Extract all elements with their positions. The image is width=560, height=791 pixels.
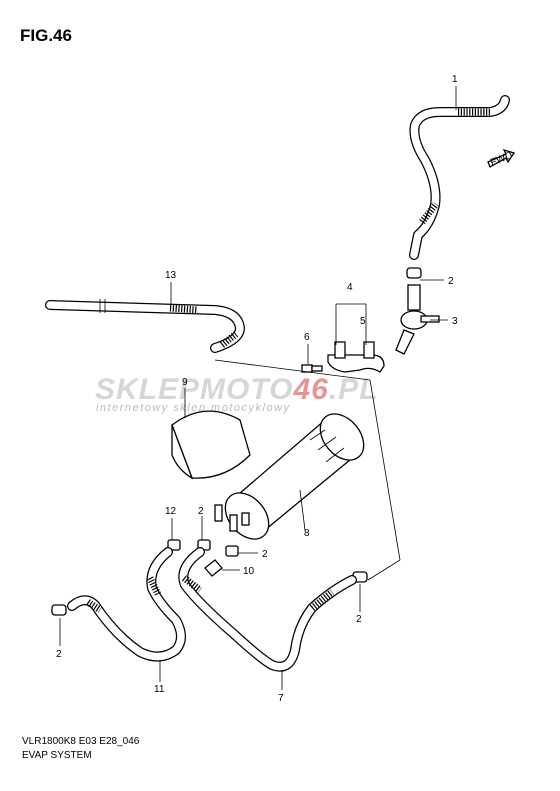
label-part-2a: 2: [448, 276, 454, 287]
label-part-13: 13: [165, 270, 177, 281]
label-part-10: 10: [243, 566, 255, 577]
hose-11[interactable]: [67, 547, 186, 662]
bracket-5[interactable]: [327, 341, 385, 373]
bolt-6[interactable]: [301, 364, 323, 373]
label-part-12: 12: [165, 506, 177, 517]
clamp-2a[interactable]: [406, 267, 422, 279]
watermark-tagline: internetowy sklep motocyklowy: [96, 402, 291, 414]
watermark-prefix: SKLEPMOTO: [95, 373, 294, 406]
fwd-arrow: FWD: [487, 148, 516, 169]
leader-lines: [59, 86, 457, 690]
hose-7[interactable]: [178, 547, 357, 672]
clamp-2e[interactable]: [51, 604, 67, 616]
label-part-6: 6: [304, 332, 310, 343]
label-part-5: 5: [360, 316, 366, 327]
canister-8[interactable]: [214, 406, 373, 548]
system-name: EVAP SYSTEM: [22, 750, 92, 761]
label-part-2c: 2: [262, 549, 268, 560]
watermark-number: 46: [293, 373, 329, 406]
label-part-1: 1: [452, 74, 458, 85]
hose-13[interactable]: [45, 299, 245, 353]
clamp-2c[interactable]: [225, 545, 239, 557]
label-part-2b: 2: [198, 506, 204, 517]
label-part-2e: 2: [56, 649, 62, 660]
label-part-11: 11: [154, 684, 165, 695]
label-part-3: 3: [452, 316, 458, 327]
clamp-12[interactable]: [167, 539, 181, 551]
label-part-9: 9: [182, 377, 188, 388]
model-code: VLR1800K8 E03 E28_046: [22, 736, 140, 747]
part-labels: 1 2 3 4 5 6 13 9 8 12 2 2 10 2 2 11 7: [56, 74, 458, 704]
tube-10[interactable]: [204, 559, 223, 577]
label-part-4: 4: [347, 282, 353, 293]
hose-1[interactable]: [409, 95, 510, 260]
fwd-label: FWD: [489, 150, 514, 169]
figure-title: FIG.46: [20, 26, 72, 45]
label-part-2d: 2: [356, 614, 362, 625]
watermark-logo: SKLEPMOTO46.PL: [95, 373, 379, 407]
label-part-7: 7: [278, 693, 284, 704]
watermark-suffix: .PL: [328, 373, 379, 406]
label-part-8: 8: [304, 528, 310, 539]
cover-9[interactable]: [171, 410, 251, 480]
valve-3[interactable]: [395, 284, 440, 355]
